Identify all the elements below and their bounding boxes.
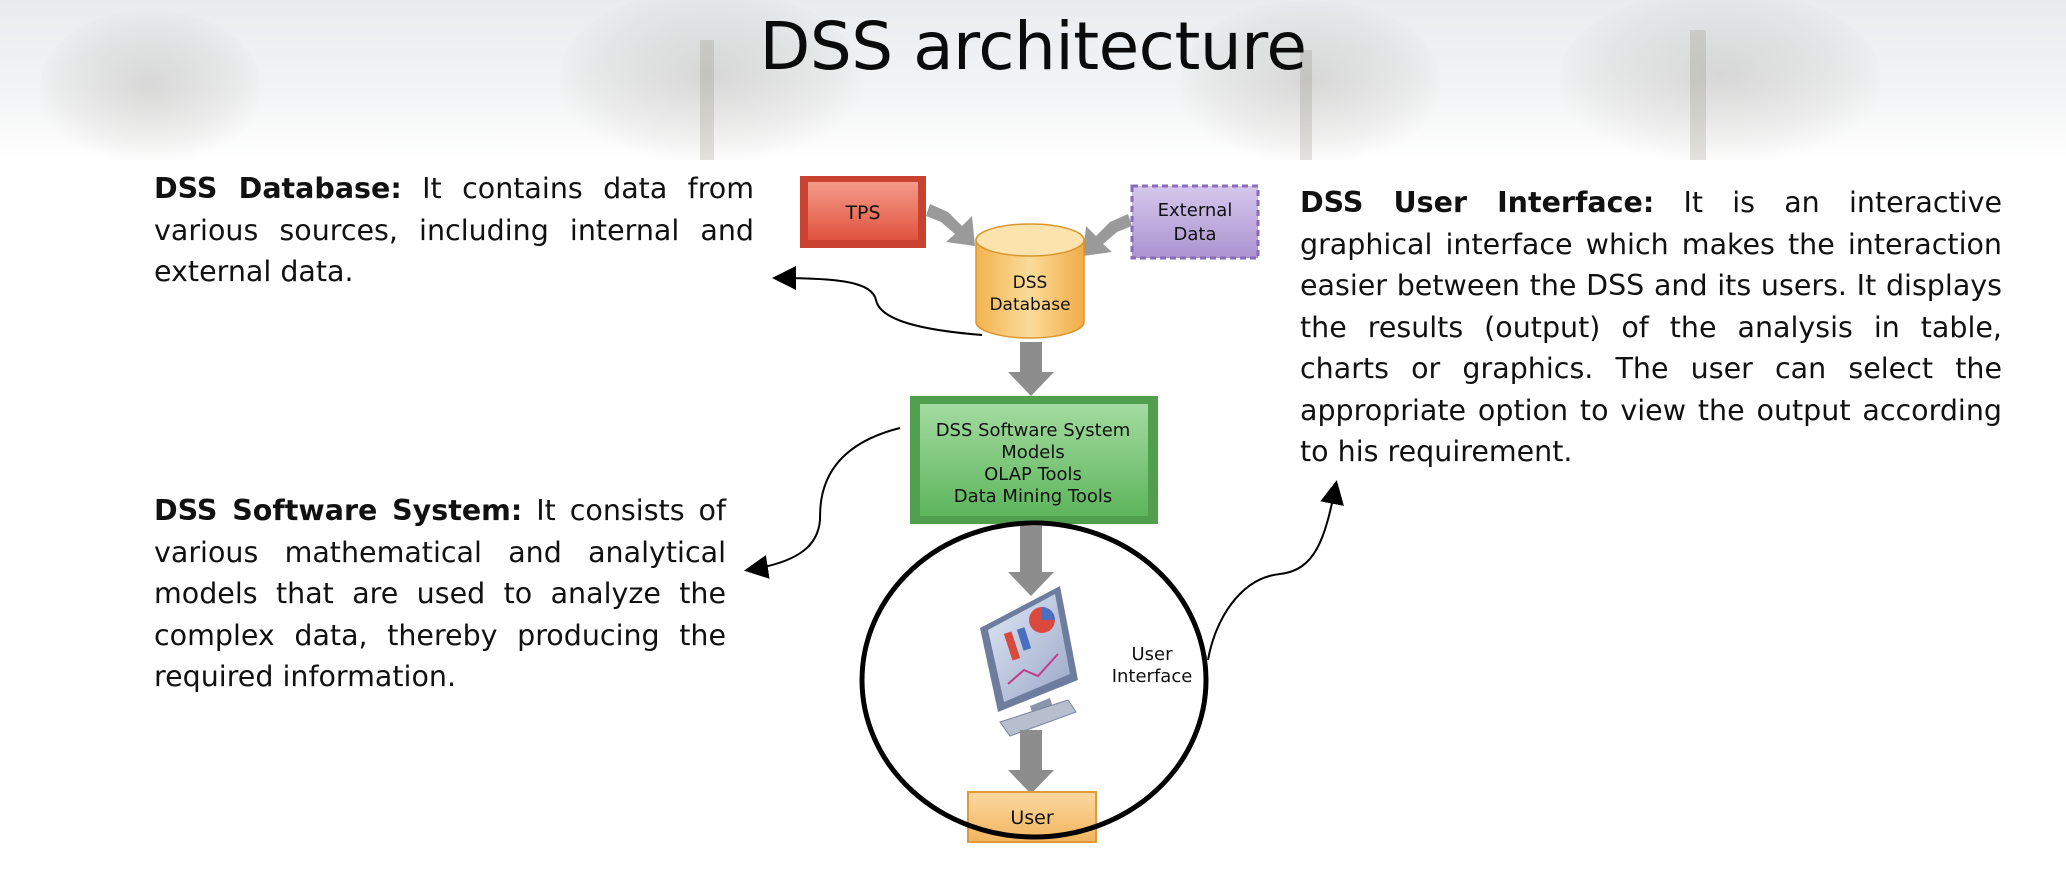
background-scenery [0,0,2066,160]
arrow-software-to-interface [1008,526,1054,596]
software-label-line4: Data Mining Tools [954,486,1113,507]
software-text: It consists of various mathematical and … [154,494,726,693]
database-heading: DSS Database: [154,172,402,205]
tps-label: TPS [844,202,880,224]
callout-arrow-software [744,427,901,579]
software-system-box: DSS Software System Models OLAP Tools Da… [910,396,1158,524]
user-label: User [1010,807,1053,829]
arrow-external-to-database [1083,214,1132,256]
interface-heading: DSS User Interface: [1300,186,1655,219]
ui-label-line1: User [1131,644,1173,665]
external-data-box: External Data [1130,184,1260,260]
database-label-line1: DSS [1013,273,1048,293]
software-label-line1: DSS Software System [936,420,1131,441]
interface-text: It is an interactive graphical interface… [1300,186,2002,468]
software-heading: DSS Software System: [154,494,523,527]
arrow-tps-to-database [926,204,975,246]
interface-description: DSS User Interface: It is an interactive… [1300,182,2002,473]
slide-title: DSS architecture [759,8,1307,85]
software-label-line2: Models [1001,442,1064,463]
arrow-interface-to-user [1008,730,1054,794]
database-description: DSS Database: It contains data from vari… [154,168,754,293]
external-label-line2: Data [1174,224,1217,245]
software-label-line3: OLAP Tools [984,464,1082,485]
computer-monitor-icon [980,586,1078,737]
database-label-line2: Database [989,295,1070,315]
callout-arrow-database [772,266,983,336]
external-label-line1: External [1158,200,1233,221]
software-description: DSS Software System: It consists of vari… [154,490,726,698]
callout-arrow-interface [1207,480,1344,661]
ui-label-line2: Interface [1112,666,1193,687]
database-cylinder: DSS Database [975,223,1085,339]
arrow-database-to-software [1008,342,1054,396]
interface-highlight-circle [859,520,1209,840]
database-text: It contains data from various sources, i… [154,172,754,288]
tps-box: TPS [800,176,926,248]
